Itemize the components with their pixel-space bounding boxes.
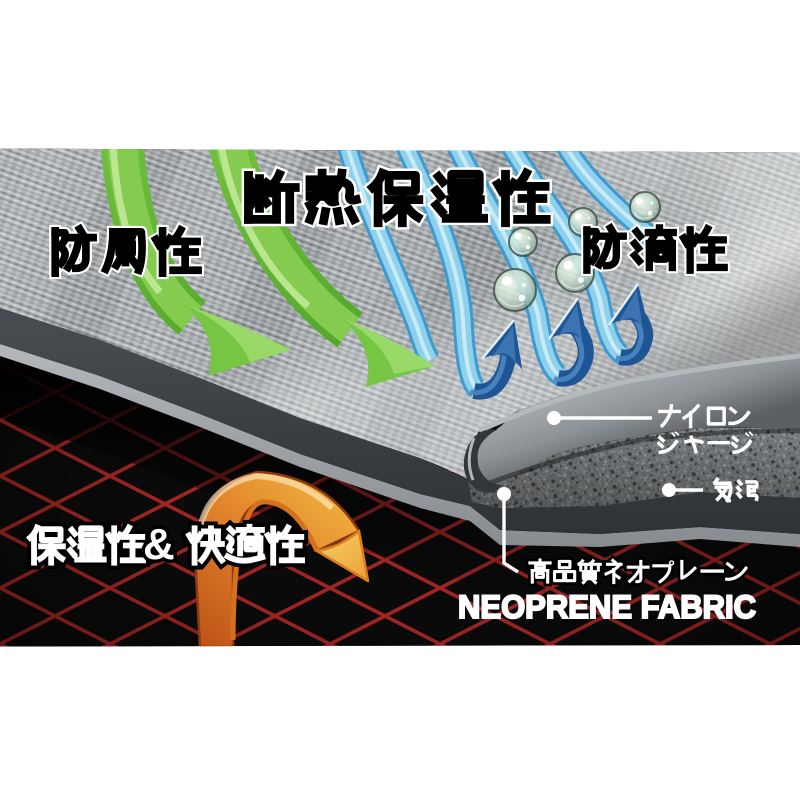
svg-text:&: & <box>143 520 175 569</box>
svg-text:NEOPRENE FABRIC: NEOPRENE FABRIC <box>458 589 756 625</box>
